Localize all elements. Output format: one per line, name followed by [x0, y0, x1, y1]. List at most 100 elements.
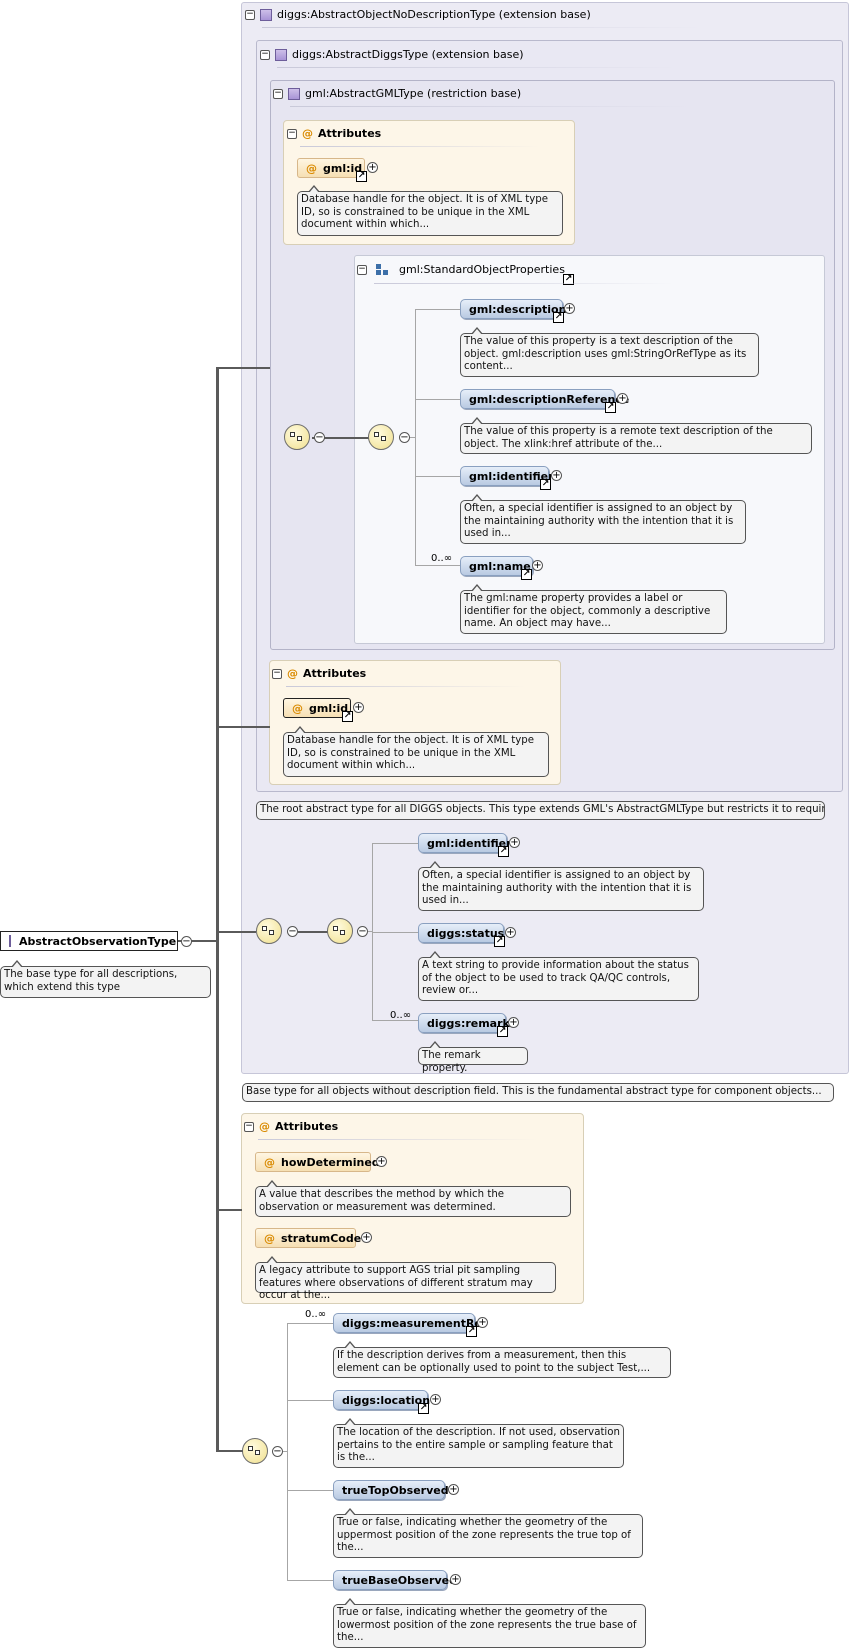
- reference-icon[interactable]: ↗: [563, 274, 574, 285]
- collapse-button[interactable]: −: [272, 1446, 283, 1457]
- element-gml-identifier[interactable]: gml:identifier: [460, 466, 554, 486]
- reference-icon[interactable]: ↗: [466, 1326, 477, 1337]
- gml-id-doc: Database handle for the object. It is of…: [297, 185, 563, 236]
- cardinality: 0..∞: [431, 553, 453, 564]
- reference-icon[interactable]: ↗: [497, 1026, 508, 1037]
- collapse-button[interactable]: −: [272, 668, 282, 679]
- collapse-button[interactable]: −: [314, 432, 325, 443]
- expand-button[interactable]: +: [353, 702, 364, 713]
- sequence-compositor[interactable]: [284, 424, 310, 450]
- gml-identifier-doc: Often, a special identifier is assigned …: [418, 861, 704, 911]
- collapse-button[interactable]: −: [399, 432, 410, 443]
- sequence-compositor[interactable]: [327, 918, 353, 944]
- expand-button[interactable]: +: [509, 837, 520, 848]
- reference-icon[interactable]: ↗: [418, 1403, 429, 1414]
- restr-header: − gml:AbstractGMLType (restriction base): [273, 87, 521, 100]
- ext2-header: − diggs:AbstractDiggsType (extension bas…: [260, 48, 524, 61]
- diggs-attributes-header: − @ Attributes: [272, 667, 366, 680]
- element-true-top-observed[interactable]: trueTopObserved: [333, 1480, 449, 1500]
- collapse-button[interactable]: −: [244, 1121, 254, 1132]
- how-determined-doc: A value that describes the method by whi…: [255, 1180, 571, 1217]
- collapse-button[interactable]: −: [357, 264, 367, 275]
- attribute-name: stratumCode: [281, 1231, 362, 1245]
- diggs-measurement-ref-doc: If the description derives from a measur…: [333, 1341, 671, 1378]
- attributes-title: Attributes: [318, 127, 382, 140]
- element-true-base-observed[interactable]: trueBaseObserved: [333, 1570, 457, 1590]
- sequence-compositor[interactable]: [256, 918, 282, 944]
- attributes-title: Attributes: [275, 1120, 339, 1133]
- element-diggs-status[interactable]: diggs:status: [418, 923, 504, 943]
- restr-title: gml:AbstractGMLType (restriction base): [305, 87, 522, 100]
- expand-button[interactable]: +: [508, 1017, 519, 1028]
- attribute-icon: @: [264, 1155, 275, 1169]
- collapse-button[interactable]: −: [245, 9, 255, 20]
- sequence-compositor[interactable]: [242, 1438, 268, 1464]
- gml-description-reference-doc: The value of this property is a remote t…: [460, 417, 812, 454]
- cardinality: 0..∞: [305, 1309, 327, 1320]
- expand-button[interactable]: +: [617, 393, 628, 404]
- expand-button[interactable]: +: [505, 927, 516, 938]
- element-gml-description-reference[interactable]: gml:descriptionReference: [460, 389, 629, 409]
- reference-icon[interactable]: ↗: [540, 479, 551, 490]
- gml-id-attribute[interactable]: @ gml:id: [297, 158, 365, 178]
- std-props-header: − gml:StandardObjectProperties: [357, 263, 565, 276]
- collapse-button[interactable]: −: [181, 936, 192, 947]
- abstract-diggs-type-doc: The root abstract type for all DIGGS obj…: [256, 801, 825, 820]
- gml-id-attribute[interactable]: @ gml:id: [283, 698, 351, 718]
- expand-button[interactable]: +: [532, 560, 543, 571]
- reference-icon[interactable]: ↗: [521, 569, 532, 580]
- expand-button[interactable]: +: [376, 1156, 387, 1167]
- collapse-button[interactable]: −: [287, 128, 297, 139]
- attribute-icon: @: [259, 1120, 270, 1133]
- how-determined-attribute[interactable]: @ howDetermined: [255, 1152, 380, 1172]
- complex-type-icon: [288, 87, 300, 100]
- collapse-button[interactable]: −: [357, 926, 368, 937]
- reference-icon[interactable]: ↗: [494, 936, 505, 947]
- attribute-name: howDetermined: [281, 1155, 380, 1169]
- expand-button[interactable]: +: [477, 1317, 488, 1328]
- stratum-code-attribute[interactable]: @ stratumCode: [255, 1228, 361, 1248]
- root-name: AbstractObservationType: [19, 934, 177, 948]
- cardinality: 0..∞: [390, 1010, 412, 1021]
- abstract-object-no-description-type-doc: Base type for all objects without descri…: [242, 1083, 834, 1102]
- reference-icon[interactable]: ↗: [356, 171, 367, 182]
- reference-icon[interactable]: ↗: [342, 711, 353, 722]
- gml-identifier-doc: Often, a special identifier is assigned …: [460, 494, 746, 544]
- element-gml-name[interactable]: gml:name: [460, 556, 533, 576]
- diggs-remark-doc: The remark property.: [418, 1041, 528, 1074]
- expand-button[interactable]: +: [361, 1232, 372, 1243]
- collapse-button[interactable]: −: [260, 49, 270, 60]
- expand-button[interactable]: +: [450, 1574, 461, 1585]
- element-gml-description[interactable]: gml:description: [460, 299, 566, 319]
- attribute-icon: @: [302, 127, 313, 140]
- attribute-name: gml:id: [323, 161, 363, 175]
- reference-icon[interactable]: ↗: [553, 312, 564, 323]
- collapse-button[interactable]: −: [273, 88, 283, 99]
- stratum-code-doc: A legacy attribute to support AGS trial …: [255, 1256, 556, 1301]
- expand-button[interactable]: +: [448, 1484, 459, 1495]
- reference-icon[interactable]: ↗: [498, 846, 509, 857]
- attribute-icon: @: [292, 701, 303, 715]
- group-icon: [376, 263, 390, 276]
- expand-button[interactable]: +: [551, 470, 562, 481]
- complex-type-icon: [275, 48, 287, 61]
- element-diggs-measurement-ref[interactable]: diggs:measurementRef: [333, 1313, 487, 1333]
- sequence-compositor[interactable]: [368, 424, 394, 450]
- true-base-observed-doc: True or false, indicating whether the ge…: [333, 1598, 646, 1648]
- ext1-header: − diggs:AbstractObjectNoDescriptionType …: [245, 8, 591, 21]
- ext1-title: diggs:AbstractObjectNoDescriptionType (e…: [277, 8, 591, 21]
- true-top-observed-doc: True or false, indicating whether the ge…: [333, 1508, 643, 1558]
- expand-button[interactable]: +: [430, 1394, 441, 1405]
- complex-type-icon: [260, 8, 272, 21]
- element-diggs-location[interactable]: diggs:location: [333, 1390, 430, 1410]
- element-diggs-remark[interactable]: diggs:remark: [418, 1013, 510, 1033]
- attribute-icon: @: [306, 161, 317, 175]
- gml-id-doc: Database handle for the object. It is of…: [283, 726, 549, 777]
- abstract-observation-type-root[interactable]: AbstractObservationType: [0, 931, 178, 951]
- collapse-button[interactable]: −: [287, 926, 298, 937]
- expand-button[interactable]: +: [564, 303, 575, 314]
- reference-icon[interactable]: ↗: [605, 402, 616, 413]
- expand-button[interactable]: +: [367, 162, 378, 173]
- element-gml-identifier[interactable]: gml:identifier: [418, 833, 512, 853]
- ext2-title: diggs:AbstractDiggsType (extension base): [292, 48, 524, 61]
